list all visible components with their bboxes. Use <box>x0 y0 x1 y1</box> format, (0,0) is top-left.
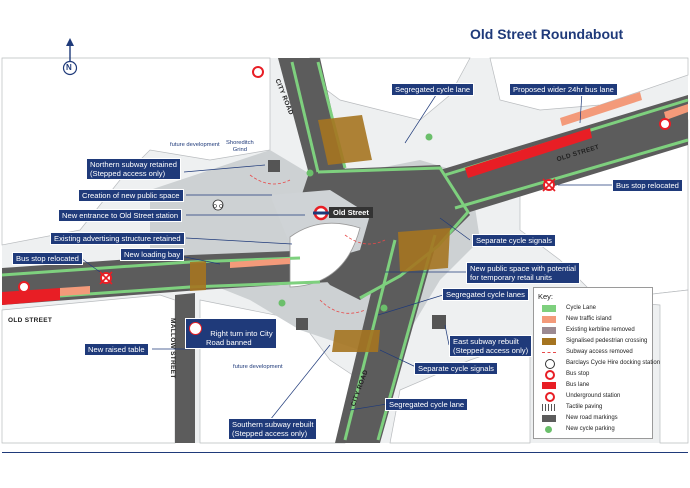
legend-item-cycle-lane: Cycle Lane <box>534 303 652 314</box>
tactile-paving <box>268 160 446 330</box>
legend-label: Bus stop <box>566 371 590 377</box>
legend-item-bus-stop: Bus stop <box>534 369 652 380</box>
bus-stop-icon <box>545 370 555 380</box>
legend-item-traffic-island: New traffic island <box>534 314 652 325</box>
callout-segregated-cycle-lanes: Segregated cycle lanes <box>442 288 529 301</box>
callout-proposed-bus-lane: Proposed wider 24hr bus lane <box>509 83 618 96</box>
underground-roundel-icon <box>313 205 329 221</box>
callout-right-turn: Right turn into City Road banned <box>185 318 277 349</box>
cycle-hire-icon <box>212 199 224 211</box>
legend-item-underground: Underground station <box>534 391 652 402</box>
bottom-divider <box>2 452 688 453</box>
legend-label: Tactile paving <box>566 404 603 410</box>
legend-item-tactile: Tactile paving <box>534 402 652 413</box>
callout-right-turn-text: Right turn into City Road banned <box>206 329 273 347</box>
green-swatch-icon <box>542 305 556 312</box>
callout-separate-cycle-signals-top: Separate cycle signals <box>472 234 556 247</box>
callout-raised-table: New raised table <box>84 343 149 356</box>
legend-item-pedestrian-crossing: Signalised pedestrian crossing <box>534 336 652 347</box>
legend-label: New cycle parking <box>566 426 615 432</box>
legend-label: Underground station <box>566 393 621 399</box>
red-swatch-icon <box>542 382 556 389</box>
road-markings-icon <box>542 415 556 422</box>
future-development-north-label: future development <box>170 142 220 148</box>
road-label-mallow-street: MALLOW STREET <box>169 318 176 379</box>
legend-item-cycle-hire: Barclays Cycle Hire docking station <box>534 358 660 369</box>
old-street-station-label: Old Street <box>329 207 373 218</box>
lens-island <box>289 222 361 288</box>
callout-southern-subway: Southern subway rebuilt (Stepped access … <box>228 418 318 440</box>
callout-northern-subway: Northern subway retained (Stepped access… <box>86 158 181 180</box>
shoreditch-grind-label: Shoreditch Grind <box>226 140 254 153</box>
legend: Key: Cycle Lane New traffic island Exist… <box>533 287 660 439</box>
bus-lanes <box>2 128 592 305</box>
legend-label: Signalised pedestrian crossing <box>566 338 648 344</box>
callout-public-space: Creation of new public space <box>78 189 184 202</box>
legend-item-subway-access-removed: Subway access removed <box>534 347 652 358</box>
legend-item-road-markings: New road markings <box>534 413 652 424</box>
bike-icon <box>545 359 555 369</box>
dashed-line-icon <box>542 352 556 353</box>
no-right-turn-icon <box>189 322 202 335</box>
callout-retail-units: New public space with potential for temp… <box>466 262 580 284</box>
callout-bus-stop-relocated-east: Bus stop relocated <box>612 179 683 192</box>
legend-item-cycle-parking: New cycle parking <box>534 424 652 435</box>
north-label: N <box>66 63 72 72</box>
tactile-icon <box>542 404 556 411</box>
subway-access-removed <box>249 174 386 314</box>
legend-label: Cycle Lane <box>566 305 597 311</box>
page-title: Old Street Roundabout <box>470 26 624 42</box>
grey-purple-swatch-icon <box>542 327 556 334</box>
callout-segregated-cycle-lane-top: Segregated cycle lane <box>391 83 475 96</box>
legend-label: Bus lane <box>566 382 590 388</box>
callout-new-entrance: New entrance to Old Street station <box>58 209 183 222</box>
salmon-swatch-icon <box>542 316 556 323</box>
pedestrian-crossings <box>190 115 450 352</box>
north-arrow-icon <box>62 38 78 76</box>
legend-label: Existing kerbline removed <box>566 327 635 333</box>
road-label-old-street-west: OLD STREET <box>8 317 53 324</box>
roundel-icon <box>545 392 555 402</box>
legend-item-kerbline-removed: Existing kerbline removed <box>534 325 652 336</box>
bus-stop-icons <box>18 66 671 293</box>
p-icon <box>545 426 552 433</box>
legend-title: Key: <box>538 292 554 301</box>
callout-loading-bay: New loading bay <box>120 248 185 261</box>
callout-bus-stop-relocated-west: Bus stop relocated <box>12 252 83 265</box>
legend-label: Subway access removed <box>566 349 633 355</box>
callout-segregated-cycle-lane-bottom: Segregated cycle lane <box>385 398 469 411</box>
brown-swatch-icon <box>542 338 556 345</box>
legend-label: New traffic island <box>566 316 612 322</box>
callout-separate-cycle-signals-bottom: Separate cycle signals <box>414 362 498 375</box>
callout-advertising: Existing advertising structure retained <box>50 232 185 245</box>
legend-item-bus-lane: Bus lane <box>534 380 652 391</box>
cycle-parking-icons <box>278 133 433 312</box>
legend-label: New road markings <box>566 415 618 421</box>
legend-label: Barclays Cycle Hire docking station <box>566 360 661 366</box>
callout-east-subway: East subway rebuilt (Stepped access only… <box>449 335 533 357</box>
future-development-south-label: future development <box>233 364 283 370</box>
